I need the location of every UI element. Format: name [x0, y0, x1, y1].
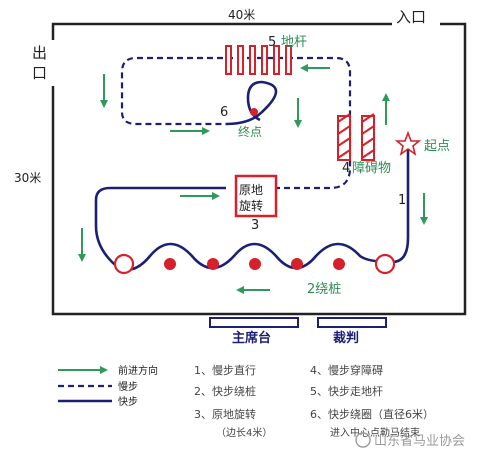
start-label: 起点 [424, 139, 450, 154]
ground-rails [225, 45, 292, 75]
exit-label-bottom: 口 [32, 64, 47, 82]
slalom-cones [113, 253, 396, 275]
station3-num: 3 [251, 218, 259, 233]
station2-label: 2绕桩 [307, 282, 341, 297]
entrance-gap [392, 20, 440, 28]
station5-label: 地杆 [281, 35, 307, 50]
route-circle-path [225, 80, 278, 126]
finish-label: 终点 [238, 124, 262, 139]
entrance-label: 入口 [396, 8, 426, 26]
step-2: 2、快步绕桩 [194, 384, 256, 398]
legend-trot-label: 快步 [118, 396, 138, 408]
exit-gap [48, 40, 58, 86]
arena-frame [51, 22, 467, 316]
watermark-text: 山东省马业协会 [374, 434, 465, 449]
step-4: 4、慢步穿障碍 [310, 363, 383, 377]
route-trot-path [94, 150, 410, 271]
height-label: 30米 [14, 171, 41, 185]
finish-dot [250, 108, 258, 116]
direction-arrows [78, 64, 428, 294]
station4-num: 4 [342, 161, 350, 176]
step-3: 3、原地旋转 [194, 407, 256, 421]
step-1: 1、慢步直行 [194, 363, 256, 377]
turn-box-line2: 旋转 [239, 198, 263, 213]
turn-box [234, 174, 278, 218]
step-5: 5、快步走地杆 [310, 384, 383, 398]
station6-num: 6 [220, 105, 228, 120]
judges-label: 裁判 [333, 330, 359, 346]
exit-label-top: 出 [32, 44, 47, 62]
turn-box-line1: 原地 [239, 183, 263, 197]
obstacles [337, 113, 375, 161]
route-walk-path [120, 56, 352, 190]
main-stand-bar [209, 317, 299, 328]
step-6: 6、快步绕圈（直径6米） [310, 407, 434, 421]
watermark: 山东省马业协会 [355, 432, 465, 449]
station5-num: 5 [268, 35, 276, 50]
main-stand-label: 主席台 [232, 330, 271, 346]
start-star-icon [394, 130, 422, 156]
width-label: 40米 [228, 8, 255, 22]
legend-arrow-label: 前进方向 [118, 364, 158, 377]
judges-bar [317, 317, 387, 328]
station4-label: 障碍物 [352, 161, 391, 176]
station1-num: 1 [398, 193, 406, 208]
step-3-note: （边长4米） [216, 426, 272, 439]
legend-walk-label: 慢步 [118, 381, 138, 393]
step-6-note: 进入中心点勒马结束 [330, 426, 420, 439]
